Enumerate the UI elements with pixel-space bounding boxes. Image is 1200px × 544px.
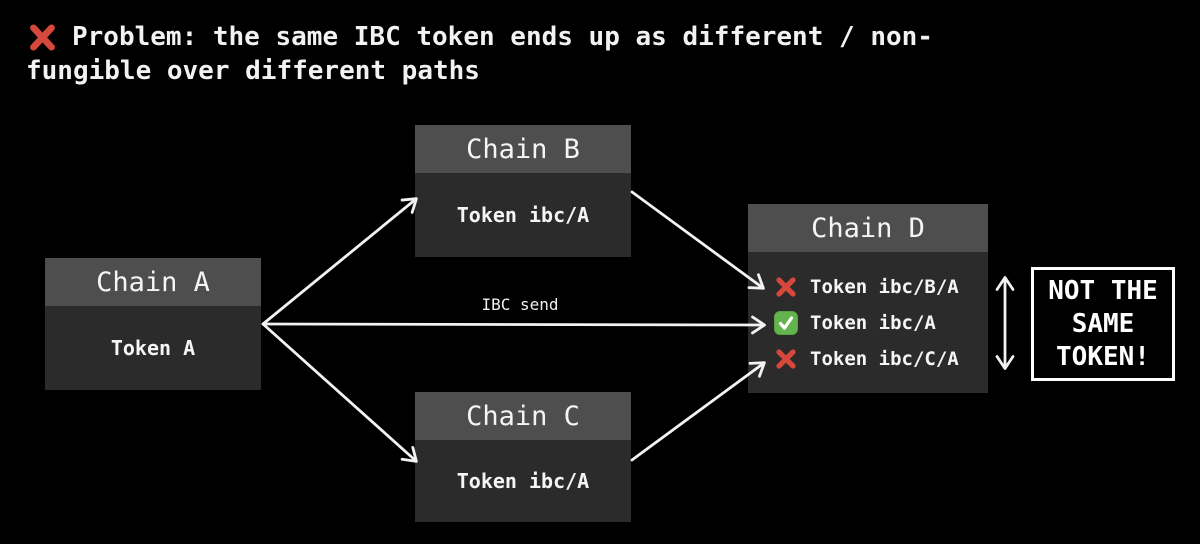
token-label: Token ibc/B/A xyxy=(810,275,959,298)
chain-d-header: Chain D xyxy=(748,204,988,252)
arrow-c-to-d xyxy=(630,361,766,462)
title-line-2: fungible over different paths xyxy=(26,56,480,86)
arrow-a-to-d-ibc-send xyxy=(261,315,766,335)
note-line-2: SAME xyxy=(1071,308,1135,339)
cross-mark-icon xyxy=(774,347,798,371)
token-row-ibc-b-a: Token ibc/B/A xyxy=(774,275,988,299)
chain-c-header: Chain C xyxy=(415,392,631,440)
cross-mark-icon xyxy=(774,275,798,299)
token-row-ibc-c-a: Token ibc/C/A xyxy=(774,347,988,371)
chain-c-box: Chain C Token ibc/A xyxy=(415,392,631,522)
title-line-1-row: Problem: the same IBC token ends up as d… xyxy=(26,20,933,54)
chain-c-token: Token ibc/A xyxy=(456,469,590,493)
ibc-send-arrow-label: IBC send xyxy=(481,295,559,314)
token-label: Token ibc/A xyxy=(810,311,936,334)
chain-a-header: Chain A xyxy=(45,258,261,306)
chain-a-box: Chain A Token A xyxy=(45,258,261,390)
title-line-1: Problem: the same IBC token ends up as d… xyxy=(72,22,933,52)
token-row-ibc-a: Token ibc/A xyxy=(774,310,988,335)
not-same-token-note: NOT THE SAME TOKEN! xyxy=(1031,267,1175,381)
chain-b-header: Chain B xyxy=(415,125,631,173)
chain-a-token: Token A xyxy=(110,336,196,360)
token-label: Token ibc/C/A xyxy=(810,347,959,370)
arrow-a-to-b xyxy=(261,197,418,326)
note-line-1: NOT THE xyxy=(1048,275,1158,306)
arrow-b-to-d xyxy=(630,190,765,290)
chain-b-token: Token ibc/A xyxy=(456,203,590,227)
chain-d-token-list: Token ibc/B/A Token ibc/A Token ibc xyxy=(748,252,988,393)
note-line-3: TOKEN! xyxy=(1056,341,1150,372)
chain-b-box: Chain B Token ibc/A xyxy=(415,125,631,257)
cross-mark-icon xyxy=(26,22,59,53)
arrow-a-to-c xyxy=(261,322,418,463)
chain-d-box: Chain D Token ibc/B/A Token ibc/A xyxy=(748,204,988,393)
check-mark-icon xyxy=(774,310,798,335)
title: Problem: the same IBC token ends up as d… xyxy=(26,20,933,88)
